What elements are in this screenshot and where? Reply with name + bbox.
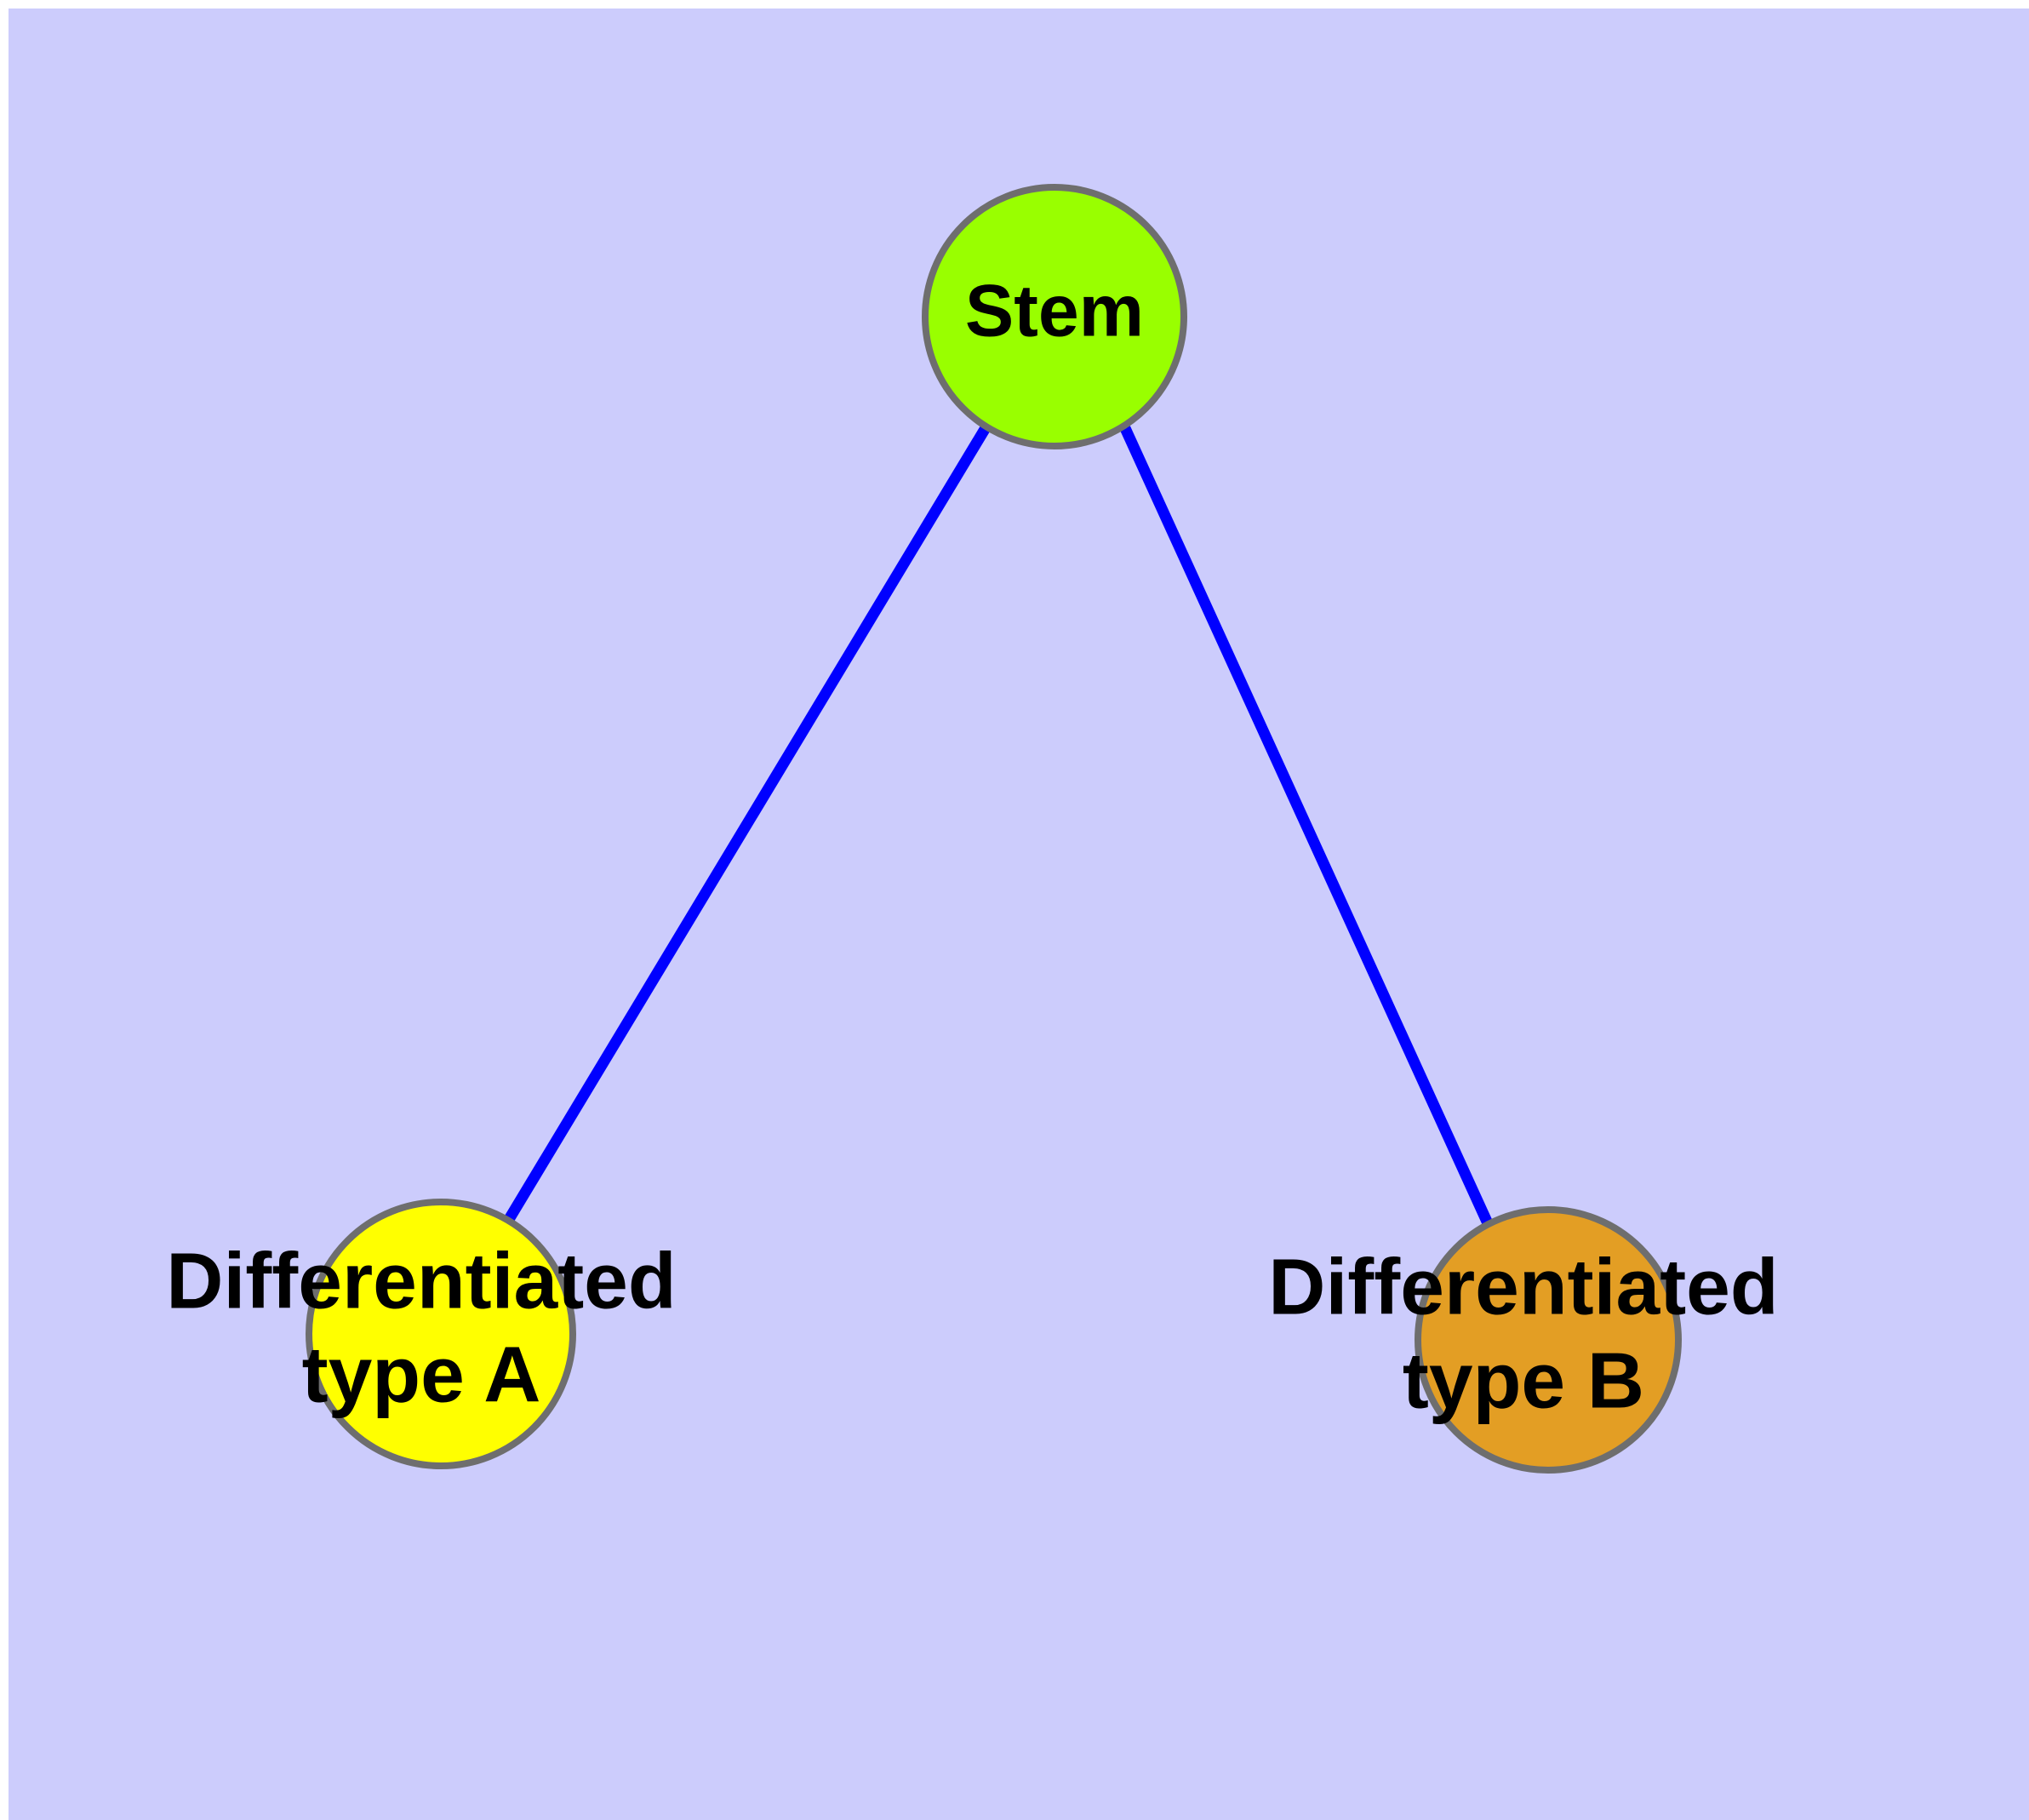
node-differentiated-type-b-circle[interactable] <box>1415 1206 1682 1474</box>
node-stem-circle[interactable] <box>922 184 1187 449</box>
node-stem[interactable]: Stem <box>922 184 1187 449</box>
node-differentiated-type-b-label-line1: Differentiated <box>1268 1243 1778 1331</box>
node-differentiated-type-a[interactable]: Differentiated type A <box>166 1199 677 1469</box>
edge-stem-to-diff-a[interactable] <box>503 423 992 1224</box>
node-differentiated-type-a-circle[interactable] <box>306 1199 576 1469</box>
edges-layer <box>503 423 1493 1226</box>
node-differentiated-type-b-label-line2: type B <box>1403 1336 1644 1425</box>
edge-stem-to-diff-b[interactable] <box>1120 426 1493 1226</box>
node-differentiated-type-b[interactable]: Differentiated type B <box>1268 1206 1779 1474</box>
node-differentiated-type-a-label-line2: type A <box>302 1331 541 1419</box>
node-stem-label: Stem <box>965 271 1144 352</box>
node-differentiated-type-a-label-line1: Differentiated <box>166 1237 676 1325</box>
nodes-layer: Stem Differentiated type A Differentiate… <box>166 184 1779 1474</box>
